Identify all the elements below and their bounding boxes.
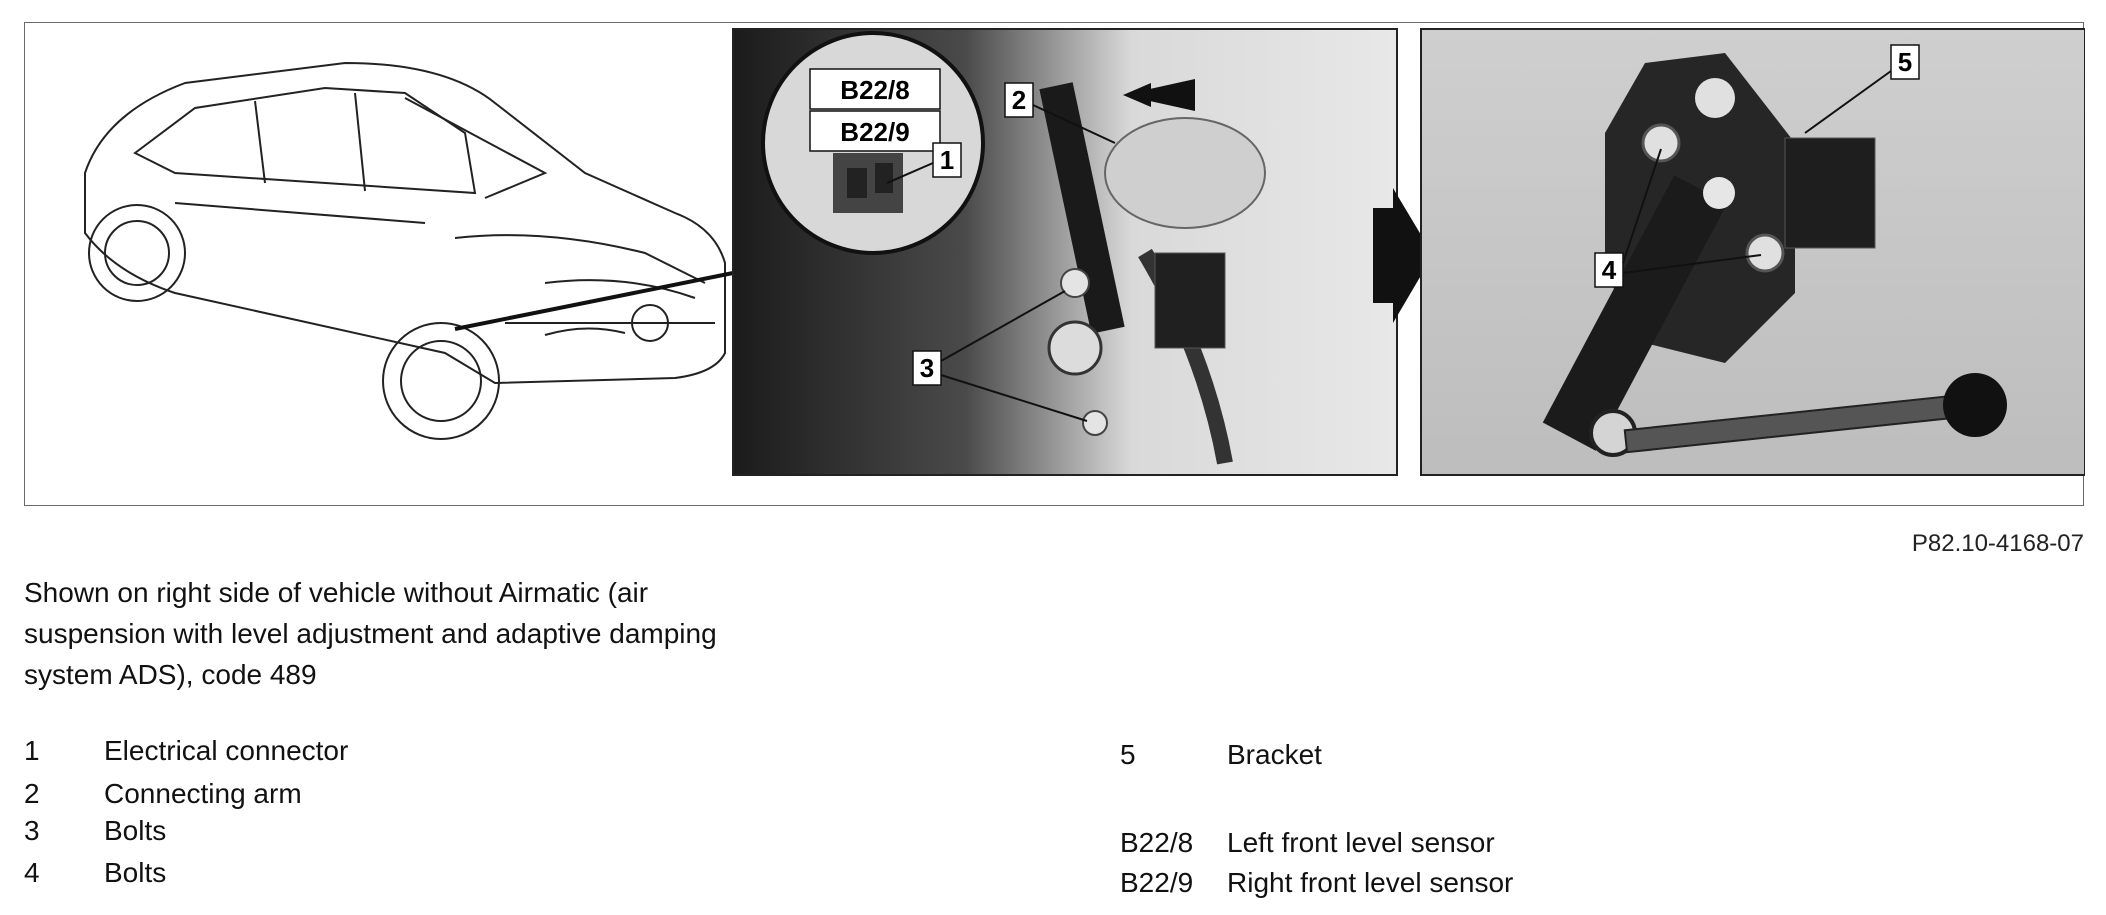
leader-line-vehicle xyxy=(454,271,734,331)
inset-callout-b22-9: B22/9 xyxy=(840,117,909,147)
legend-text: Right front level sensor xyxy=(1227,867,1514,898)
legend-number: B22/9 xyxy=(1120,867,1194,898)
legend-text: Connecting arm xyxy=(104,778,302,809)
callout-5: 5 xyxy=(1898,47,1912,77)
legend-number: 4 xyxy=(24,857,40,888)
legend-number: 2 xyxy=(24,778,40,809)
callout-4: 4 xyxy=(1602,255,1617,285)
legend-number: B22/8 xyxy=(1120,827,1194,858)
legend-text: Bolts xyxy=(104,857,167,888)
vehicle-drawing xyxy=(84,61,726,440)
inset-callout-b22-8: B22/8 xyxy=(840,75,909,105)
legend-text: Electrical connector xyxy=(104,735,349,766)
legend-text: Left front level sensor xyxy=(1227,827,1495,858)
legend-text: Bracket xyxy=(1227,739,1322,770)
callout-3: 3 xyxy=(920,353,934,383)
legend-text: Bolts xyxy=(104,815,167,846)
legend-number: 3 xyxy=(24,815,40,846)
legend-number: 5 xyxy=(1120,739,1136,770)
callout-2: 2 xyxy=(1012,85,1026,115)
figure-reference-id: P82.10-4168-07 xyxy=(1911,530,2084,557)
figure-frame: B22/8 B22/9 1 2 3 xyxy=(24,22,2085,506)
transition-arrow-icon xyxy=(1373,188,1433,323)
sensor-removed-photo: 5 4 xyxy=(1420,28,2085,476)
figure-caption: Shown on right side of vehicle without A… xyxy=(24,577,717,690)
sensor-installed-photo: B22/8 B22/9 1 2 3 xyxy=(732,28,1398,476)
callout-1: 1 xyxy=(940,145,954,175)
legend-number: 1 xyxy=(24,735,40,766)
figure-illustration: B22/8 B22/9 1 2 3 xyxy=(84,28,2085,476)
